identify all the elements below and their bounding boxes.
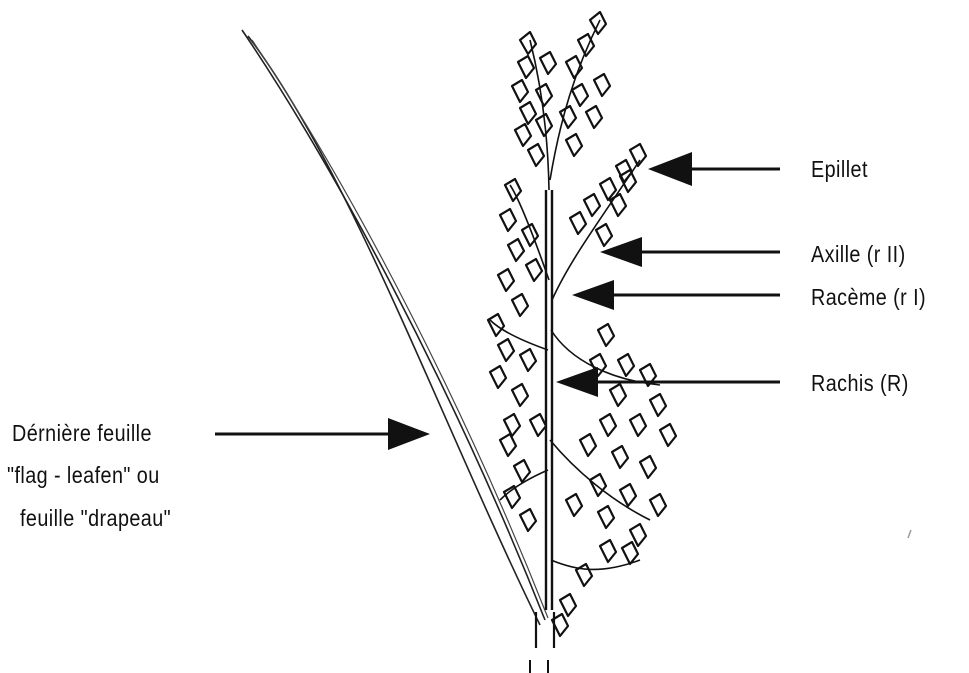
arrow-flag-leaf bbox=[215, 418, 430, 450]
arrow-epillet bbox=[648, 152, 780, 186]
panicle bbox=[488, 12, 676, 636]
label-epillet: Epillet bbox=[811, 156, 868, 183]
label-raceme: Racème (r I) bbox=[811, 284, 926, 311]
label-axille: Axille (r II) bbox=[811, 241, 906, 268]
arrow-raceme bbox=[572, 280, 780, 310]
label-flag-leaf-line3: feuille "drapeau" bbox=[20, 505, 171, 532]
speck-mark bbox=[908, 530, 911, 538]
label-flag-leaf-line2: "flag - leafen" ou bbox=[7, 462, 160, 489]
label-flag-leaf-line1: Dérnière feuille bbox=[12, 420, 152, 447]
label-rachis: Rachis (R) bbox=[811, 370, 909, 397]
arrow-rachis bbox=[556, 367, 780, 397]
arrow-axille bbox=[600, 237, 780, 267]
